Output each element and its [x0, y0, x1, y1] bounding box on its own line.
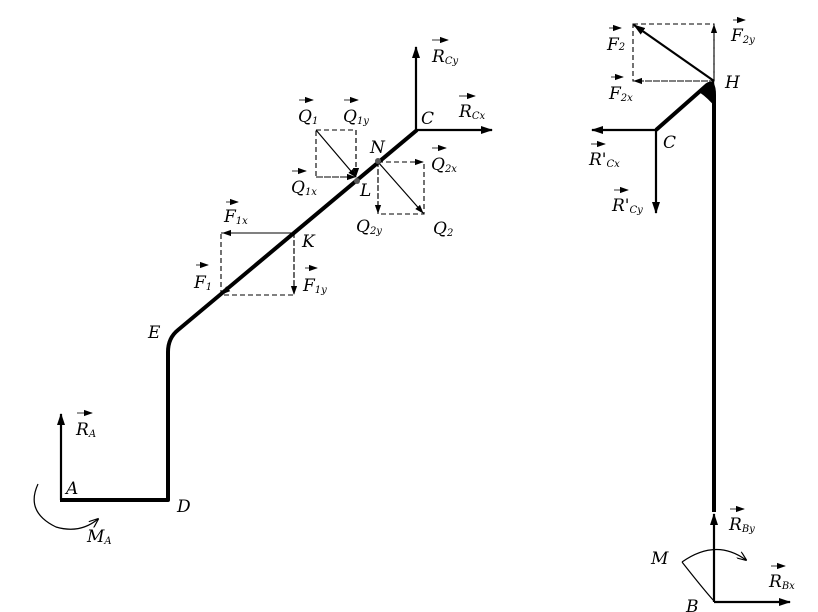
- svg-text:F2: F2: [606, 35, 625, 55]
- force-f1-group: [220, 229, 298, 296]
- svg-text:MA: MA: [86, 527, 112, 547]
- svg-text:Q2: Q2: [433, 219, 453, 239]
- label-q1: Q1: [298, 96, 318, 127]
- label-h: H: [724, 73, 741, 93]
- svg-text:RBx: RBx: [768, 572, 795, 592]
- left-beam: [60, 128, 419, 502]
- label-c-right: C: [663, 133, 676, 153]
- moment-ma-arc: [33, 483, 98, 530]
- label-f2x: F2x: [608, 73, 633, 104]
- label-rpcy: R'Cy: [611, 186, 643, 216]
- svg-text:Q1y: Q1y: [343, 107, 369, 127]
- label-m: M: [650, 549, 669, 569]
- svg-text:F1x: F1x: [223, 207, 248, 227]
- svg-text:RA: RA: [75, 420, 96, 440]
- force-q2-group: [374, 158, 425, 215]
- label-q1x: Q1x: [291, 167, 317, 198]
- label-q2y: Q2y: [356, 217, 382, 237]
- force-q1-group: [315, 129, 360, 181]
- label-b: B: [685, 597, 699, 612]
- label-q1y: Q1y: [343, 96, 369, 127]
- svg-text:R'Cx: R'Cx: [588, 150, 620, 170]
- label-a: A: [64, 479, 78, 499]
- svg-text:Q1: Q1: [298, 107, 318, 127]
- svg-text:RCy: RCy: [431, 47, 458, 67]
- label-k: K: [301, 232, 316, 252]
- label-d: D: [176, 497, 191, 517]
- label-f2y: F2y: [730, 16, 755, 46]
- svg-text:F1y: F1y: [302, 276, 327, 296]
- svg-text:Q1x: Q1x: [291, 178, 317, 198]
- label-rpcx: R'Cx: [588, 140, 620, 170]
- svg-text:F2y: F2y: [730, 26, 755, 46]
- svg-text:F1: F1: [193, 273, 212, 293]
- label-e: E: [147, 323, 161, 343]
- label-rcx: RCx: [458, 92, 485, 122]
- label-l: L: [359, 181, 371, 201]
- label-q2x: Q2x: [431, 144, 457, 175]
- svg-text:Q2x: Q2x: [431, 155, 457, 175]
- label-q2: Q2: [433, 219, 453, 239]
- svg-text:F2x: F2x: [608, 84, 633, 104]
- svg-text:Q2y: Q2y: [356, 217, 382, 237]
- point-l-dot: [354, 178, 360, 184]
- point-n-dot: [375, 158, 381, 164]
- label-ma: MA: [86, 527, 112, 547]
- right-beam: [654, 80, 716, 512]
- label-c-left: C: [421, 109, 434, 129]
- moment-m-arc: [681, 548, 746, 602]
- label-f1: F1: [193, 261, 212, 293]
- label-ra: RA: [75, 409, 96, 440]
- force-f2-group: [632, 23, 718, 85]
- svg-text:R'Cy: R'Cy: [611, 196, 643, 216]
- label-f1x: F1x: [223, 198, 248, 227]
- label-f2: F2: [606, 24, 625, 55]
- label-rby: RBy: [728, 505, 755, 535]
- label-n: N: [369, 138, 386, 158]
- svg-text:RCx: RCx: [458, 102, 485, 122]
- label-rcy: RCy: [431, 36, 458, 67]
- svg-text:RBy: RBy: [728, 515, 755, 535]
- label-rbx: RBx: [768, 562, 795, 592]
- label-f1y: F1y: [302, 264, 327, 296]
